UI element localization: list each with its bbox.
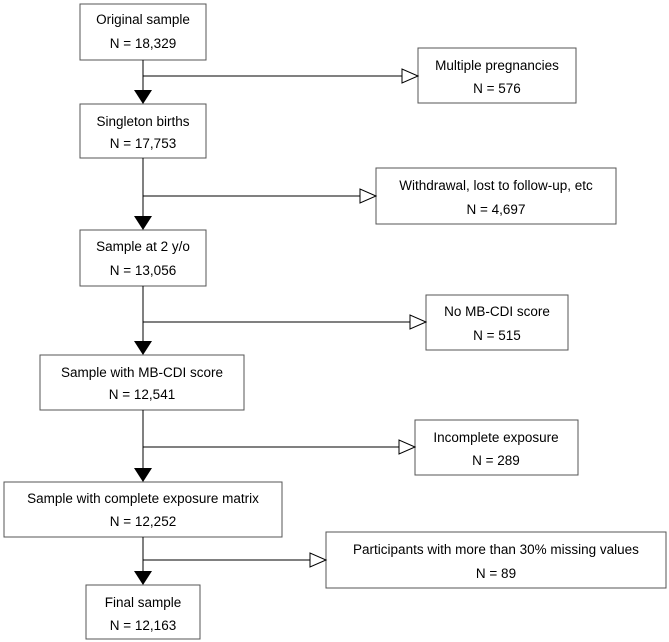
step-label: Sample with complete exposure matrix [27,491,259,506]
arrowhead-solid [134,571,152,585]
branch-3 [143,314,428,330]
step-count: N = 13,056 [110,263,176,278]
box [39,354,245,411]
exclusion-count: N = 289 [472,453,520,468]
arrowhead-open [409,314,428,330]
arrowhead-solid [134,341,152,355]
step-label: Sample with MB-CDI score [61,365,223,380]
step-count: N = 17,753 [110,136,176,151]
box [79,103,207,159]
branch-2 [143,188,378,204]
exclusion-withdrawal: Withdrawal, lost to follow-up, etc N = 4… [375,167,617,225]
exclusion-count: N = 515 [473,328,521,343]
connector-1 [134,60,152,104]
exclusion-count: N = 4,697 [467,202,526,217]
exclusion-label: Participants with more than 30% missing … [353,542,639,557]
arrowhead-open [401,68,420,84]
step-count: N = 12,252 [110,514,176,529]
arrowhead-open [309,552,328,568]
branch-1 [143,68,420,84]
arrowhead-solid [134,90,152,104]
box [79,3,207,61]
arrowhead-open [359,188,378,204]
box [414,419,579,476]
box [85,584,201,640]
arrowhead-open [398,439,417,455]
exclusion-label: No MB-CDI score [444,304,550,319]
exclusion-multiple-pregnancies: Multiple pregnancies N = 576 [417,47,577,104]
branch-4 [143,439,417,455]
box [3,481,283,538]
step-count: N = 18,329 [110,36,176,51]
exclusion-no-mbcdi: No MB-CDI score N = 515 [425,294,569,351]
main-step-singleton-births: Singleton births N = 17,753 [79,103,207,159]
exclusion-label: Withdrawal, lost to follow-up, etc [399,178,593,193]
box [325,531,667,589]
connector-5 [134,537,152,585]
step-count: N = 12,541 [109,387,175,402]
step-label: Original sample [96,12,190,27]
box [417,47,577,104]
step-count: N = 12,163 [110,618,176,633]
arrowhead-solid [134,468,152,482]
connector-4 [134,410,152,482]
connector-3 [134,286,152,355]
step-label: Sample at 2 y/o [96,239,190,254]
exclusion-missing-values: Participants with more than 30% missing … [325,531,667,589]
arrowhead-solid [134,216,152,230]
main-step-final-sample: Final sample N = 12,163 [85,584,201,640]
main-step-sample-2yo: Sample at 2 y/o N = 13,056 [79,229,207,287]
main-step-original-sample: Original sample N = 18,329 [79,3,207,61]
step-label: Singleton births [96,114,189,129]
step-label: Final sample [105,595,182,610]
main-step-complete-exposure: Sample with complete exposure matrix N =… [3,481,283,538]
exclusion-count: N = 576 [473,81,521,96]
exclusion-label: Multiple pregnancies [435,58,559,73]
exclusion-incomplete-exposure: Incomplete exposure N = 289 [414,419,579,476]
exclusion-count: N = 89 [476,566,516,581]
connector-2 [134,158,152,230]
branch-5 [143,552,328,568]
main-step-mbcdi-score: Sample with MB-CDI score N = 12,541 [39,354,245,411]
exclusion-label: Incomplete exposure [433,430,558,445]
